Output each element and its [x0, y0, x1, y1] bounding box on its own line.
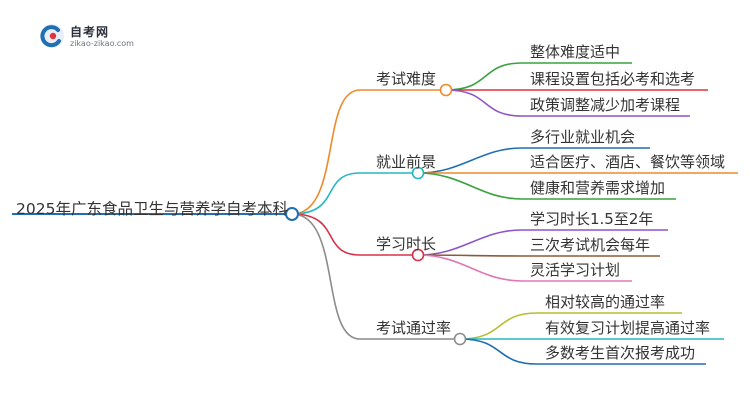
branch-node-2 [411, 166, 425, 180]
child-topic-label: 三次考试机会每年 [530, 236, 651, 254]
branch-node-3 [411, 248, 425, 262]
branch-node-1 [439, 83, 453, 97]
child-connector-1-3 [445, 89, 523, 117]
child-topic-label: 多行业就业机会 [530, 128, 636, 146]
branch-connector-1 [291, 89, 361, 215]
child-connector-2-1 [417, 147, 523, 174]
child-topic-label: 政策调整减少加考课程 [530, 96, 681, 114]
child-topic-label: 适合医疗、酒店、餐饮等领域 [530, 153, 726, 171]
child-connector-3-1 [417, 229, 523, 256]
child-connector-4-3 [459, 338, 538, 365]
logo-title: 自考网 [70, 25, 110, 39]
child-topic-label: 多数考生首次报考成功 [545, 344, 696, 362]
branch-topic-label: 考试难度 [376, 70, 437, 88]
child-topic-label: 健康和营养需求增加 [530, 179, 666, 197]
branch-topic-label: 学习时长 [376, 235, 437, 253]
child-connector-4-1 [459, 312, 538, 340]
root-topic-label: 2025年广东食品卫生与营养学自考本科 [16, 200, 288, 218]
site-logo: 自考网 zikao-zikao.com [38, 20, 158, 52]
child-topic-label: 学习时长1.5至2年 [530, 210, 654, 228]
branch-connector-3 [291, 213, 361, 256]
root-node [285, 207, 299, 221]
child-connector-1-1 [445, 62, 523, 91]
logo-icon [40, 24, 64, 48]
child-connector-2-3 [417, 172, 523, 200]
child-topic-label: 有效复习计划提高通过率 [545, 319, 711, 337]
branch-connector-4 [291, 213, 361, 340]
child-connector-3-3 [417, 254, 523, 282]
branch-topic-label: 就业前景 [376, 153, 437, 171]
child-topic-label: 整体难度适中 [530, 43, 621, 61]
child-topic-label: 课程设置包括必考和选考 [530, 70, 696, 88]
branch-topic-label: 考试通过率 [376, 319, 452, 337]
branch-connector-2 [291, 172, 361, 215]
logo-subtitle: zikao-zikao.com [70, 39, 134, 48]
branch-node-4 [453, 332, 467, 346]
child-topic-label: 灵活学习计划 [530, 261, 621, 279]
child-topic-label: 相对较高的通过率 [545, 293, 666, 311]
